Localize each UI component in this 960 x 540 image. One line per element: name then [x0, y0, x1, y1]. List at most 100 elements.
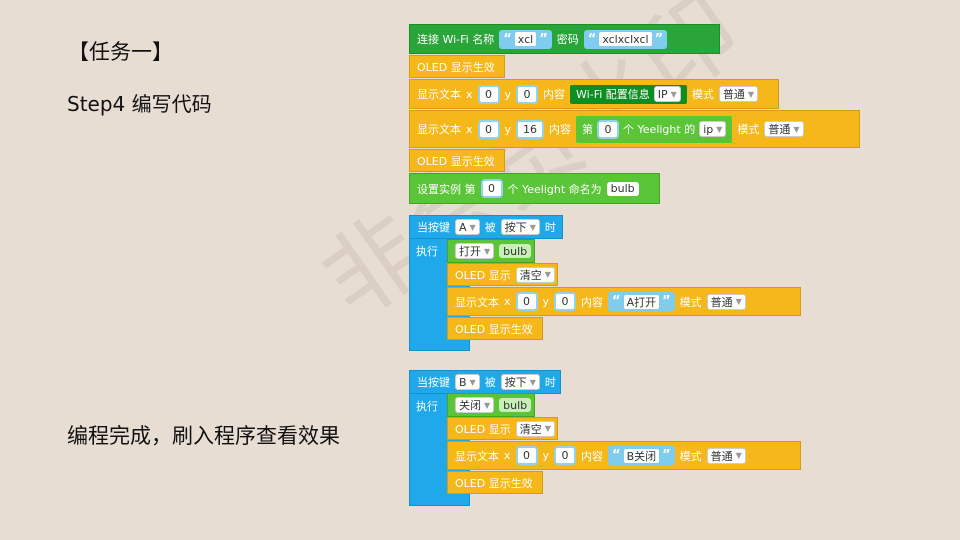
time-label: 时: [544, 376, 556, 389]
y-label: y: [504, 87, 512, 101]
bulb-op-option: 关闭: [459, 399, 481, 412]
yeelight-attr-option: ip: [703, 122, 714, 136]
mode-dropdown[interactable]: 普通▼: [764, 121, 804, 137]
wifi-password-value[interactable]: xclxclxcl: [599, 32, 652, 46]
show-text-block-a[interactable]: 显示文本 x 0 y 0 内容 “A打开” 模式 普通▼: [447, 287, 801, 316]
content-label: 内容: [581, 449, 604, 463]
button-a-event-header[interactable]: 当按键 A▼ 被 按下▼ 时: [409, 215, 563, 239]
chevron-down-icon: ▼: [469, 377, 476, 387]
bulb-op-dropdown[interactable]: 打开▼: [455, 243, 495, 259]
oled-clear-block[interactable]: OLED 显示 清空▼: [447, 417, 558, 440]
content-value[interactable]: B关闭: [623, 448, 660, 463]
y-input[interactable]: 0: [554, 292, 577, 311]
y-input[interactable]: 16: [516, 119, 545, 139]
chevron-down-icon: ▼: [484, 400, 491, 410]
y-input[interactable]: 0: [516, 84, 539, 104]
content-label: 内容: [581, 295, 604, 309]
chevron-down-icon: ▼: [544, 424, 551, 433]
instance-label: 设置实例 第: [417, 182, 476, 196]
wifi-info-label: Wi-Fi 配置信息: [576, 88, 650, 101]
mode-dropdown[interactable]: 普通▼: [718, 86, 758, 102]
x-input[interactable]: 0: [515, 292, 538, 311]
content-value[interactable]: A打开: [623, 294, 660, 309]
chevron-down-icon: ▼: [793, 124, 800, 134]
wifi-name-value[interactable]: xcl: [514, 32, 537, 46]
show-text-block-b[interactable]: 显示文本 x 0 y 0 内容 “B关闭” 模式 普通▼: [447, 441, 801, 470]
content-string[interactable]: “B关闭”: [608, 446, 675, 465]
yeelight-index-input[interactable]: 0: [597, 119, 620, 139]
oled-show-dropdown[interactable]: 清空▼: [515, 420, 555, 437]
action-dropdown[interactable]: 按下▼: [500, 374, 540, 390]
when-label: 当按键: [417, 221, 450, 234]
completion-note: 编程完成，刷入程序查看效果: [67, 424, 340, 448]
y-label: y: [542, 449, 550, 462]
oled-apply-block[interactable]: OLED 显示生效: [409, 55, 505, 78]
x-label: x: [504, 449, 511, 462]
step-heading: Step4 编写代码: [67, 92, 212, 116]
wifi-connect-block[interactable]: 连接 Wi-Fi 名称 “xcl” 密码 “xclxclxcl”: [409, 24, 720, 54]
oled-apply-block-b[interactable]: OLED 显示生效: [447, 471, 543, 494]
oled-apply-block-a[interactable]: OLED 显示生效: [447, 317, 543, 340]
when-label: 当按键: [417, 376, 450, 389]
wifi-password-string[interactable]: “xclxclxcl”: [583, 29, 668, 49]
x-input[interactable]: 0: [477, 84, 500, 104]
oled-show-dropdown[interactable]: 清空▼: [515, 266, 555, 283]
by-label: 被: [484, 221, 496, 234]
bulb-target[interactable]: bulb: [499, 244, 532, 258]
content-label: 内容: [549, 123, 572, 136]
bulb-op-option: 打开: [459, 245, 481, 258]
chevron-down-icon: ▼: [529, 377, 536, 387]
oled-apply-label: OLED 显示生效: [417, 60, 495, 74]
x-input[interactable]: 0: [477, 119, 500, 139]
button-b-event-header[interactable]: 当按键 B▼ 被 按下▼ 时: [409, 370, 561, 394]
bulb-target[interactable]: bulb: [499, 398, 532, 412]
oled-apply-label: OLED 显示生效: [417, 154, 495, 168]
oled-clear-block[interactable]: OLED 显示 清空▼: [447, 263, 558, 286]
key-dropdown[interactable]: B▼: [455, 374, 480, 390]
time-label: 时: [544, 221, 556, 234]
oled-show-option: 清空: [519, 422, 542, 436]
action-dropdown[interactable]: 按下▼: [500, 219, 540, 235]
chevron-down-icon: ▼: [735, 297, 742, 306]
instance-name-label: 个 Yeelight 命名为: [507, 182, 602, 196]
x-label: x: [466, 122, 473, 136]
show-text-label: 显示文本: [417, 88, 461, 101]
show-text-label: 显示文本: [455, 295, 499, 309]
mode-dropdown[interactable]: 普通▼: [706, 293, 746, 310]
content-string[interactable]: “A打开”: [608, 292, 675, 311]
mode-label: 模式: [679, 449, 702, 463]
mode-option: 普通: [710, 449, 733, 463]
oled-apply-block-2[interactable]: OLED 显示生效: [409, 149, 505, 172]
mode-label: 模式: [679, 295, 702, 309]
chevron-down-icon: ▼: [484, 246, 491, 256]
bulb-off-block[interactable]: 关闭▼ bulb: [447, 393, 535, 417]
oled-show-label: OLED 显示: [455, 422, 511, 436]
chevron-down-icon: ▼: [670, 89, 677, 99]
wifi-name-string[interactable]: “xcl”: [499, 29, 552, 49]
yeelight-attr-dropdown[interactable]: ip▼: [699, 121, 727, 137]
mode-option: 普通: [768, 123, 791, 136]
chevron-down-icon: ▼: [747, 89, 754, 99]
x-input[interactable]: 0: [515, 446, 538, 465]
chevron-down-icon: ▼: [544, 270, 551, 279]
bulb-op-dropdown[interactable]: 关闭▼: [455, 397, 495, 413]
chevron-down-icon: ▼: [529, 222, 536, 232]
mode-option: 普通: [722, 88, 745, 101]
y-input[interactable]: 0: [554, 446, 577, 465]
yeelight-instance-block[interactable]: 设置实例 第 0 个 Yeelight 命名为 bulb: [409, 173, 660, 204]
key-option: A: [459, 220, 467, 234]
wifi-info-option: IP: [657, 87, 668, 101]
instance-name-field[interactable]: bulb: [606, 181, 639, 196]
mode-dropdown[interactable]: 普通▼: [706, 447, 746, 464]
yeelight-of-label: 个 Yeelight 的: [623, 123, 696, 136]
bulb-on-block[interactable]: 打开▼ bulb: [447, 239, 535, 263]
instance-index-input[interactable]: 0: [480, 179, 503, 198]
y-label: y: [542, 295, 550, 308]
wifi-info-dropdown[interactable]: IP▼: [653, 86, 681, 102]
key-dropdown[interactable]: A▼: [455, 219, 480, 235]
oled-apply-label: OLED 显示生效: [455, 322, 533, 336]
